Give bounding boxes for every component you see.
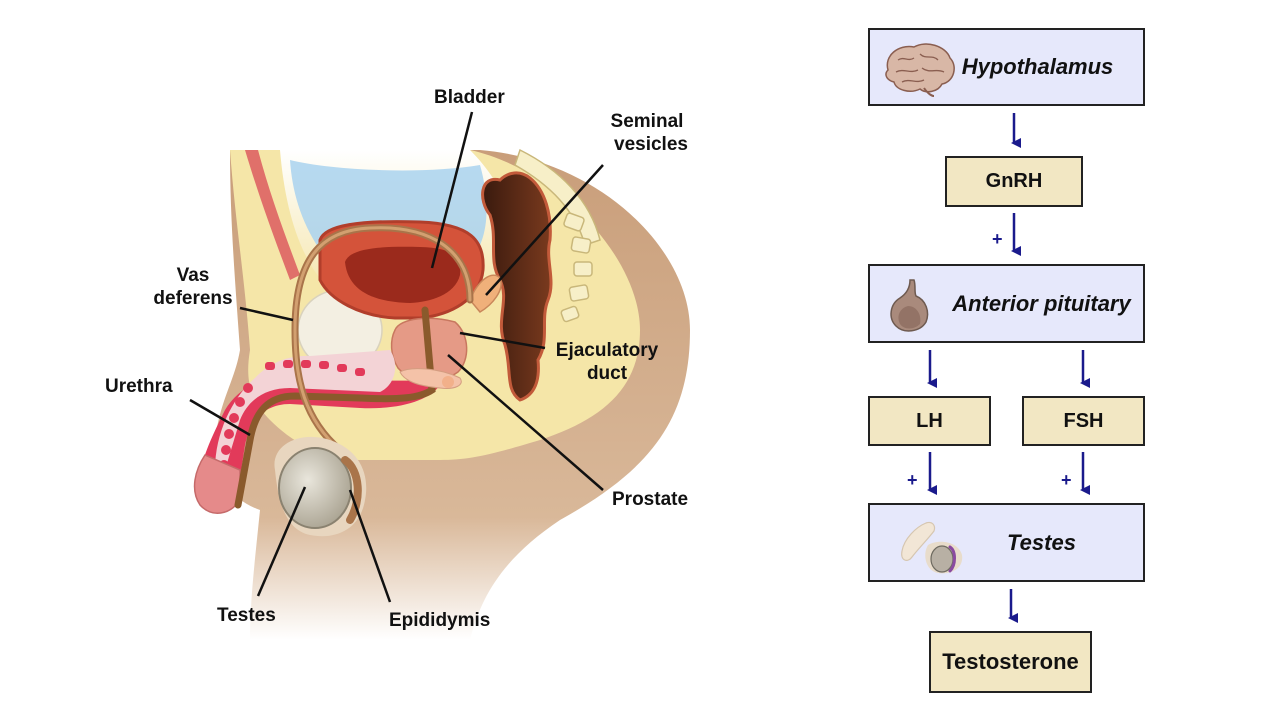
label-epididymis: Epididymis <box>389 610 491 631</box>
anterior-pituitary-box: Anterior pituitary <box>868 264 1145 343</box>
plus-lh: + <box>907 470 918 490</box>
label-vas-line2: deferens <box>153 288 233 309</box>
label-seminal-line1: Seminal <box>610 111 684 132</box>
rectum <box>481 171 553 402</box>
urethra-tube <box>199 374 440 507</box>
brain-icon <box>885 43 955 97</box>
label-seminal-line2: vesicles <box>614 134 688 155</box>
anatomy-illustration <box>189 111 690 640</box>
corpus-spongiosum <box>215 350 396 470</box>
label-urethra: Urethra <box>105 376 173 397</box>
testosterone-label: Testosterone <box>942 649 1079 674</box>
spine <box>514 148 601 323</box>
gnrh-box: GnRH <box>945 156 1083 207</box>
label-ejac-line1: Ejaculatory <box>555 340 659 361</box>
pituitary-icon <box>890 279 929 332</box>
label-bladder: Bladder <box>434 87 505 108</box>
epididymis-organ <box>341 456 362 524</box>
testis-organ <box>278 447 352 529</box>
urethra-duct <box>234 306 436 509</box>
fsh-label: FSH <box>1063 409 1104 432</box>
plus-fsh: + <box>1061 470 1072 490</box>
label-prostate: Prostate <box>612 489 689 510</box>
plus-gnrh: + <box>992 229 1003 249</box>
label-ejaculatory-duct: Ejaculatory duct <box>551 339 663 385</box>
testes-icon <box>901 521 963 574</box>
label-ejac-line2: duct <box>586 363 628 384</box>
testes-flow-label: Testes <box>1007 529 1076 555</box>
label-testes: Testes <box>217 605 276 626</box>
anterior-pituitary-label: Anterior pituitary <box>952 290 1131 316</box>
gnrh-label: GnRH <box>985 170 1043 192</box>
label-leader-lines <box>189 111 604 603</box>
hypothalamus-label: Hypothalamus <box>961 54 1114 79</box>
hypothalamus-box: Hypothalamus <box>868 28 1145 106</box>
label-vas-line1: Vas <box>176 265 210 286</box>
abdominal-muscle <box>245 150 300 280</box>
fsh-box: FSH <box>1022 396 1145 446</box>
testosterone-box: Testosterone <box>929 631 1092 693</box>
lh-label: LH <box>916 409 943 432</box>
testes-box: Testes <box>868 503 1145 582</box>
label-seminal-vesicles: Seminal vesicles <box>606 110 688 156</box>
lh-box: LH <box>868 396 991 446</box>
label-vas-deferens: Vas deferens <box>150 264 236 310</box>
